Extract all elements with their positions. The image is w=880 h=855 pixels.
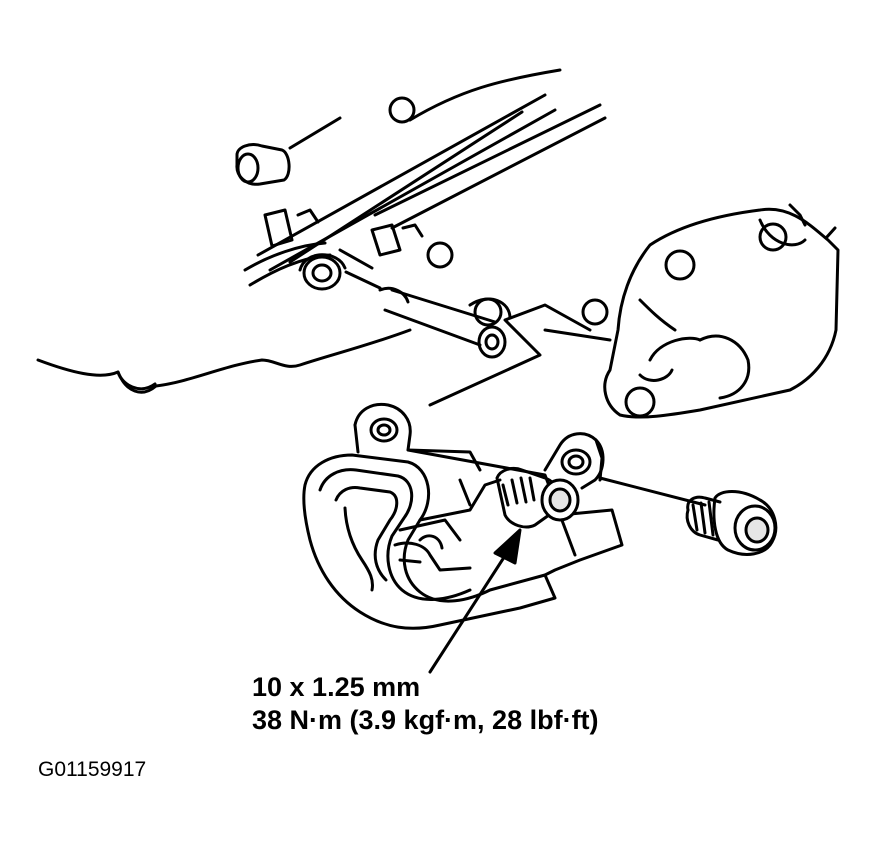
torque-spec-label: 38 N·m (3.9 kgf·m, 28 lbf·ft) (252, 705, 599, 735)
figure-code: G01159917 (38, 758, 147, 781)
lower-engine-mount (302, 402, 624, 674)
engine-assembly (36, 68, 612, 407)
mount-bolt (598, 476, 778, 556)
mount-bracket (603, 203, 840, 419)
bolt-size-label: 10 x 1.25 mm (252, 672, 421, 702)
